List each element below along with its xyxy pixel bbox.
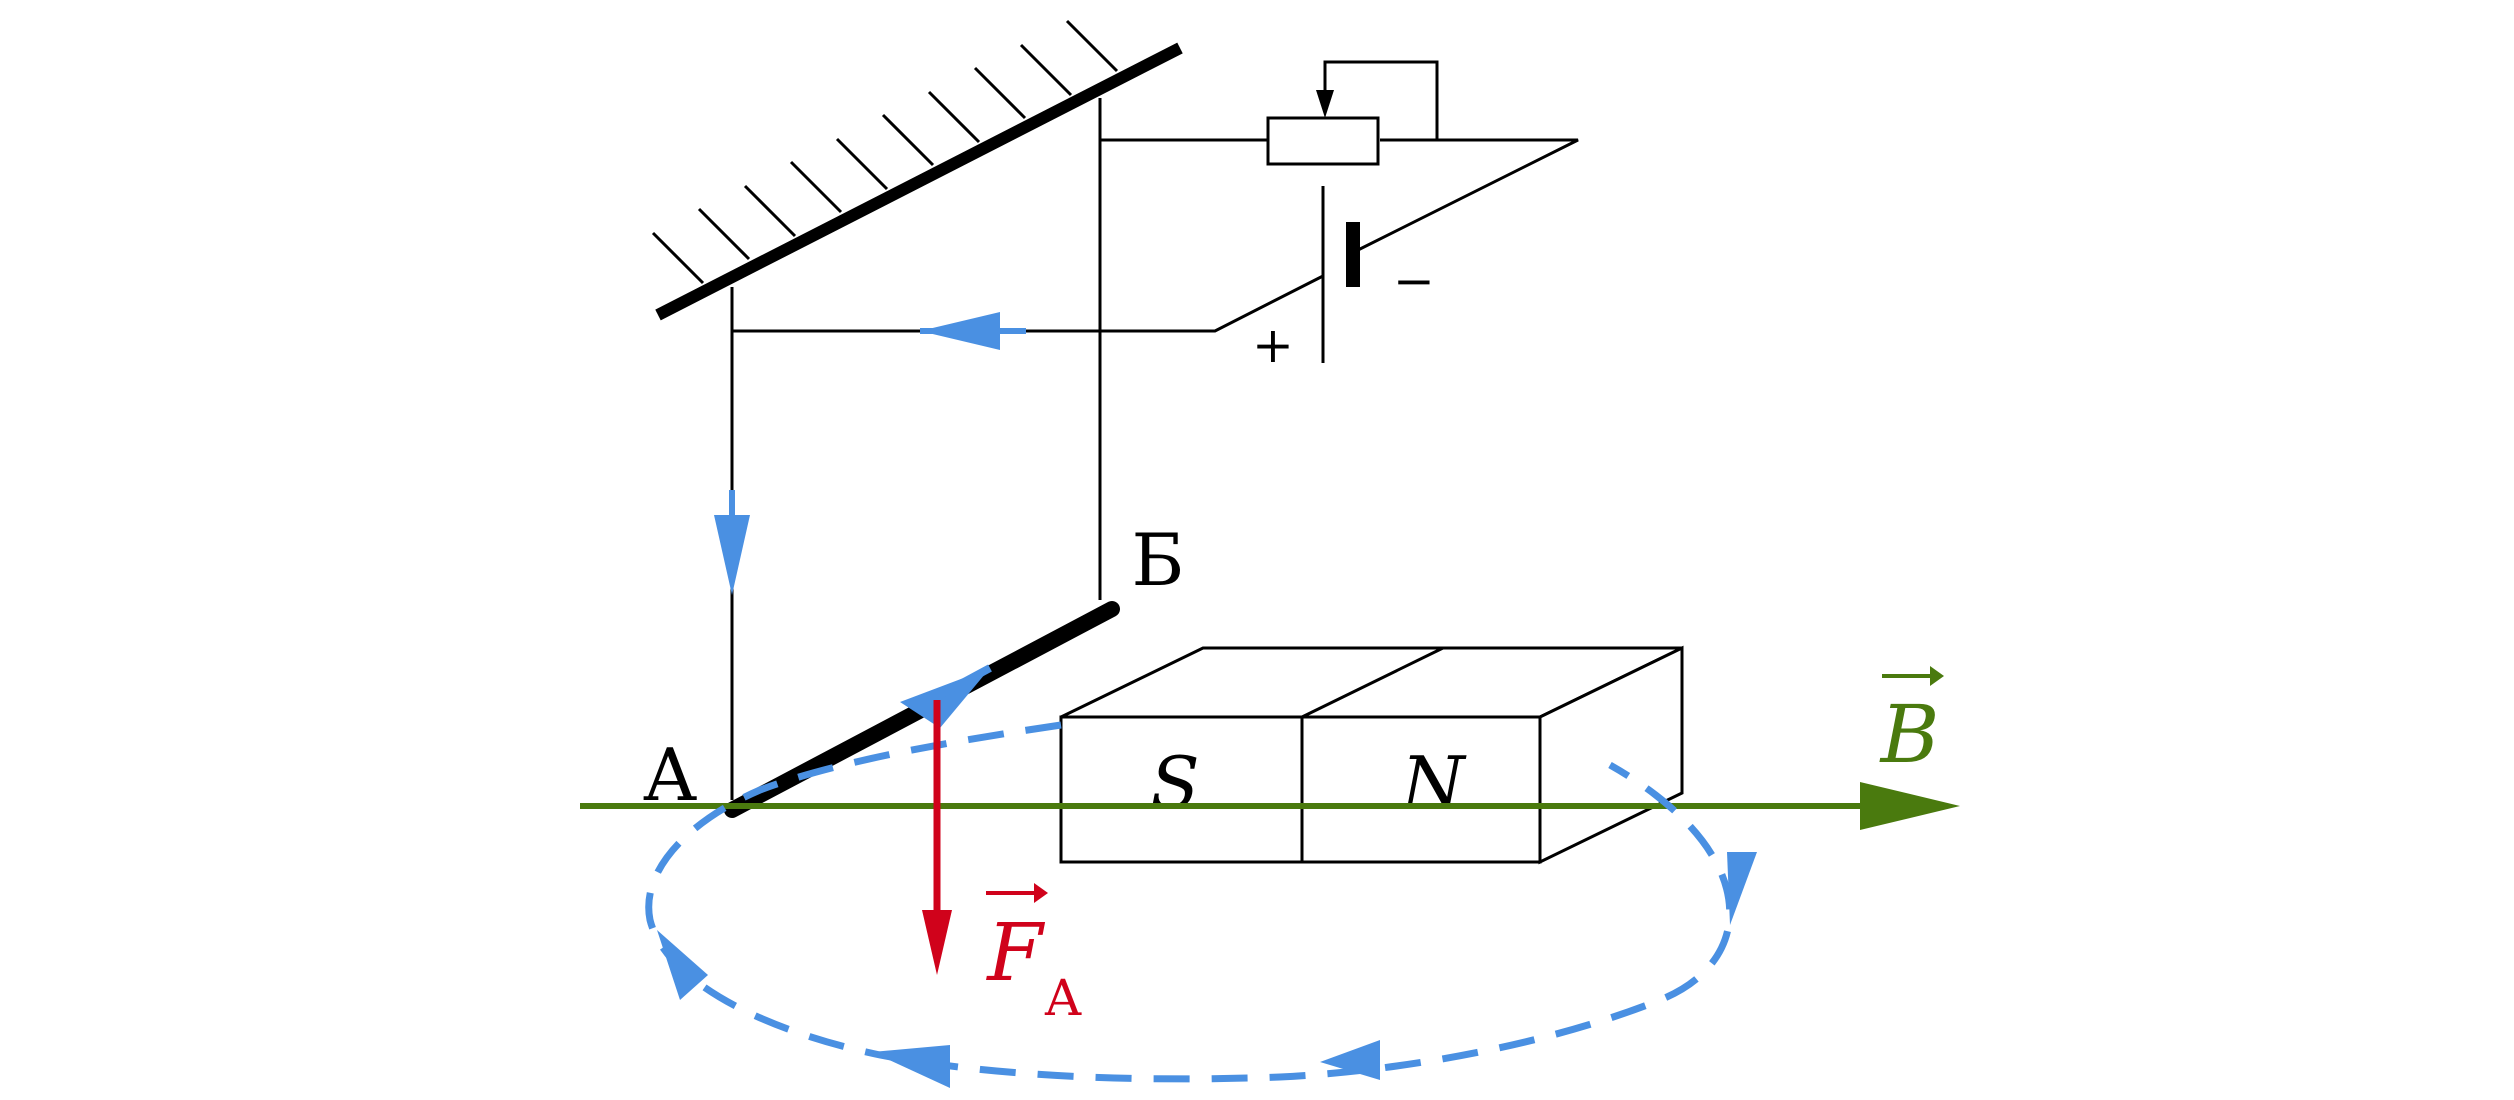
point-b-label: Б: [1132, 518, 1185, 602]
svg-text:B: B: [1879, 688, 1940, 781]
magnet-pole-n: N: [1400, 741, 1468, 825]
ceiling: [651, 19, 1183, 321]
rheostat: [1266, 116, 1380, 166]
rheostat-slider-arrow: [1316, 90, 1334, 118]
field-loop-arrows: [657, 852, 1757, 1088]
circuit-wires: [730, 60, 1579, 800]
current-arrow-rod-shaft: [938, 664, 992, 699]
force-vector-arrow: [922, 910, 952, 975]
vector-b-label: B: [1879, 666, 1944, 781]
battery-negative-plate: [1346, 222, 1360, 287]
point-a-label: А: [643, 733, 698, 817]
battery-plus-sign: +: [1252, 316, 1294, 374]
field-arrow-b: [1860, 782, 1960, 830]
svg-text:F: F: [985, 906, 1045, 999]
field-loop: [645, 721, 1734, 1083]
battery-minus-sign: −: [1393, 252, 1435, 310]
vector-f-label: F А: [985, 883, 1082, 1027]
svg-text:А: А: [1044, 969, 1082, 1027]
magnet-pole-s: S: [1150, 741, 1199, 825]
current-arrow-left-wire: [714, 515, 750, 595]
